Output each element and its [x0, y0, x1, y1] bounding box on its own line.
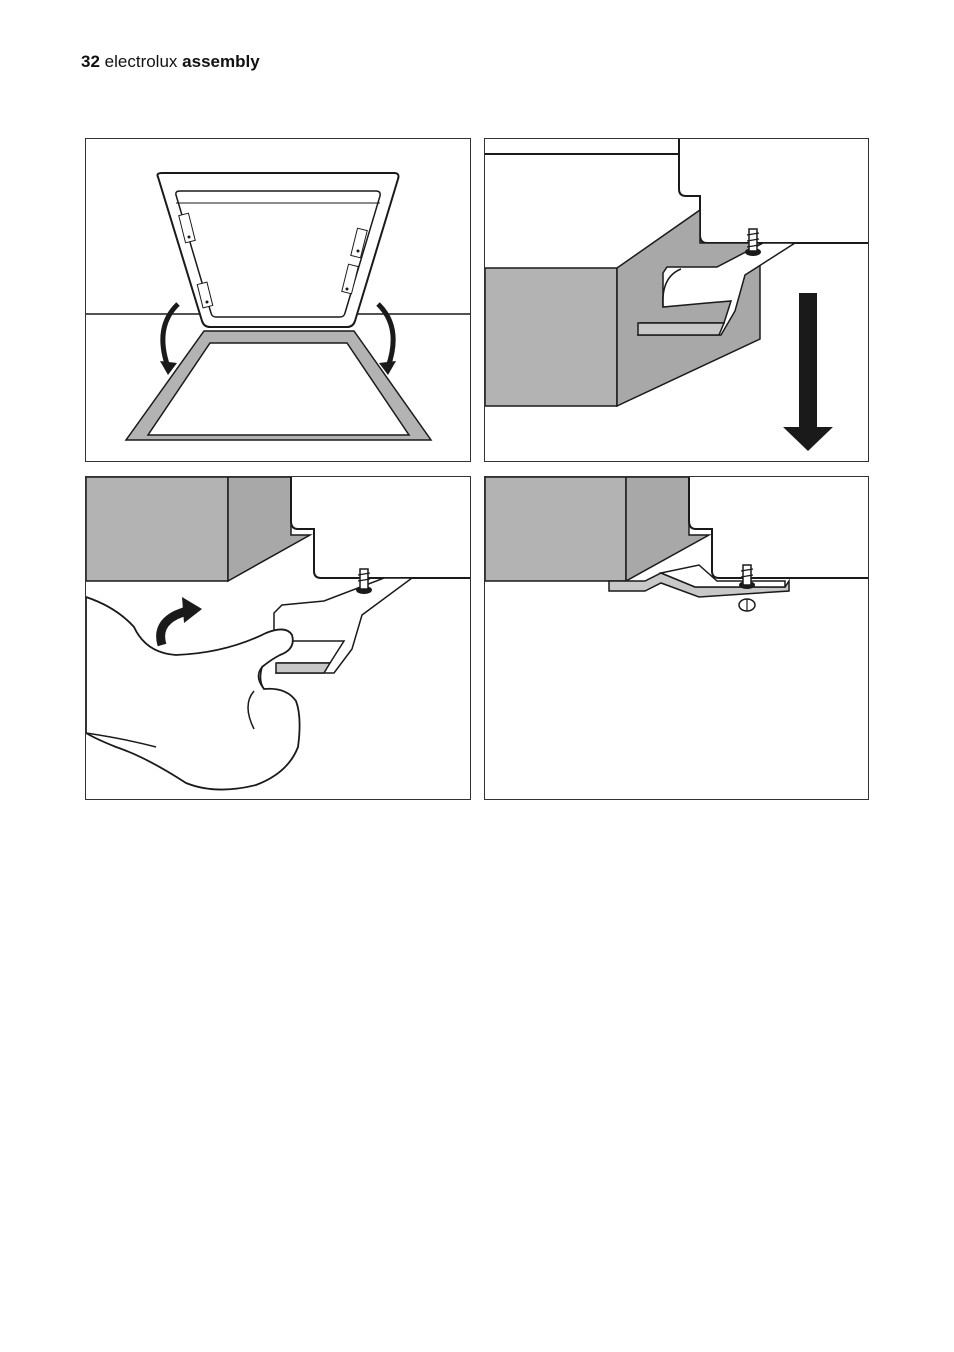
- illustration-step-2: [484, 138, 869, 462]
- brand-name: electrolux: [105, 52, 178, 71]
- down-arrow-icon: [485, 139, 869, 462]
- screw-fixed-icon: [485, 477, 869, 800]
- page-header: 32 electrolux assembly: [81, 52, 260, 72]
- page-number: 32: [81, 52, 100, 71]
- rotate-frame-icon: [86, 139, 471, 462]
- illustration-step-4: [484, 476, 869, 800]
- hand-bend-icon: [86, 477, 471, 800]
- illustration-step-1: [85, 138, 471, 462]
- illustration-step-3: [85, 476, 471, 800]
- section-title: assembly: [182, 52, 260, 71]
